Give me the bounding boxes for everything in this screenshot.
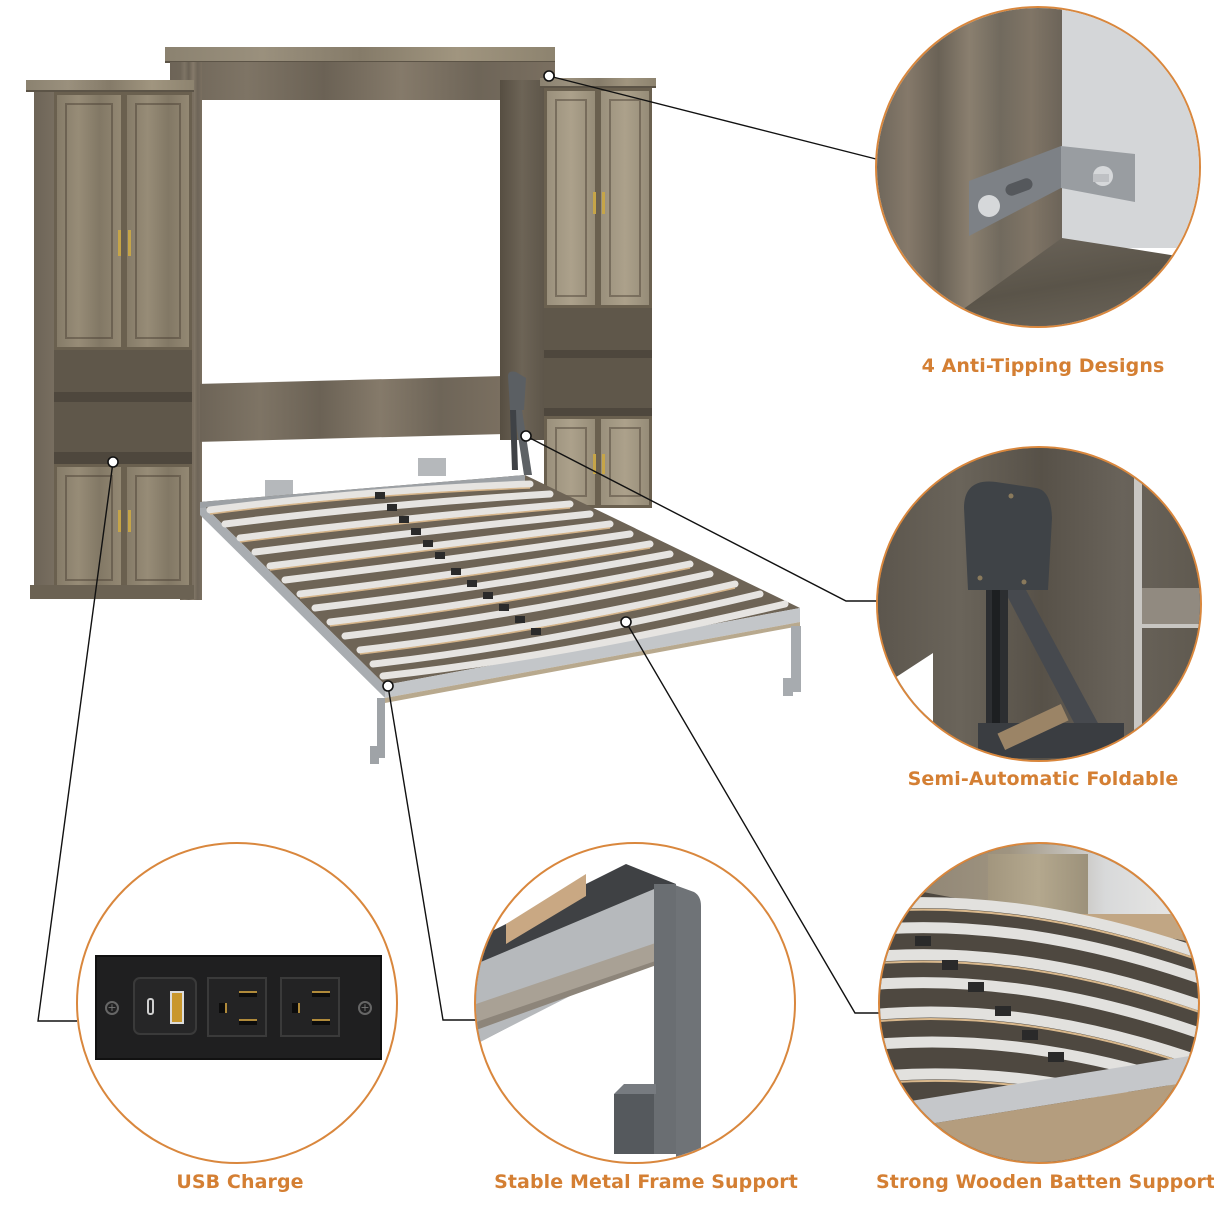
power-outlet-2 bbox=[280, 977, 340, 1037]
right-cabinet-open-shelves bbox=[544, 308, 652, 416]
usb-charge-detail-image: + + bbox=[76, 842, 398, 1164]
cabinet-shelf-edge bbox=[1134, 478, 1142, 760]
wall bbox=[1062, 8, 1199, 248]
wooden-batten-detail-image bbox=[878, 842, 1200, 1164]
door-handle bbox=[128, 510, 131, 532]
slat-closeup-icon bbox=[880, 884, 1198, 1162]
usb-module bbox=[133, 977, 197, 1035]
shelf-with-usb bbox=[54, 452, 192, 464]
usb-a-port-icon bbox=[170, 991, 184, 1024]
door-handle bbox=[593, 454, 596, 474]
door-handle bbox=[118, 230, 121, 256]
door-handle bbox=[118, 510, 121, 532]
shelf bbox=[544, 350, 652, 358]
wall-bracket bbox=[418, 458, 446, 476]
left-cabinet-crown bbox=[26, 80, 194, 92]
headboard-panel bbox=[200, 376, 500, 442]
door-handle bbox=[602, 192, 605, 214]
outlet-slot-icon bbox=[312, 1019, 330, 1025]
left-cabinet-upper-door-right bbox=[124, 92, 192, 350]
bed-frame-crown bbox=[165, 47, 555, 63]
door-handle bbox=[128, 230, 131, 256]
usb-c-port-icon bbox=[147, 998, 154, 1015]
wooden-batten-label: Strong Wooden Batten Support bbox=[876, 1171, 1214, 1193]
usb-charge-label: USB Charge bbox=[176, 1171, 304, 1193]
anti-tipping-detail-image bbox=[875, 6, 1201, 328]
screw-icon: + bbox=[358, 1001, 372, 1015]
screw-icon: + bbox=[105, 1001, 119, 1015]
left-cabinet bbox=[26, 80, 198, 602]
outlet-slot-icon bbox=[312, 991, 330, 997]
left-cabinet-upper-door-left bbox=[54, 92, 124, 350]
semi-automatic-label: Semi-Automatic Foldable bbox=[907, 768, 1179, 790]
left-cabinet-lower-door-right bbox=[124, 464, 192, 592]
right-cabinet-upper-door-left bbox=[544, 88, 598, 308]
metal-frame-label: Stable Metal Frame Support bbox=[494, 1171, 798, 1193]
bed-frame-header bbox=[170, 62, 555, 100]
power-outlet-1 bbox=[207, 977, 267, 1037]
metal-frame-detail-image bbox=[474, 842, 796, 1164]
semi-automatic-detail-image bbox=[876, 446, 1202, 762]
outlet-slot-icon bbox=[239, 991, 257, 997]
cabinet-shelf bbox=[1142, 588, 1200, 628]
door-handle bbox=[602, 454, 605, 474]
shelf bbox=[54, 392, 192, 402]
outlet-slot-icon bbox=[239, 1019, 257, 1025]
anti-tipping-label: 4 Anti-Tipping Designs bbox=[921, 355, 1165, 377]
left-cabinet-lower-door-left bbox=[54, 464, 124, 592]
murphy-bed-product bbox=[0, 0, 860, 800]
metal-leg-closeup-icon bbox=[476, 864, 701, 1162]
outlet-ground-icon bbox=[292, 1003, 300, 1013]
left-cabinet-plinth bbox=[30, 585, 194, 599]
wall-bracket bbox=[265, 480, 293, 498]
outlet-ground-icon bbox=[219, 1003, 227, 1013]
right-cabinet-upper-door-right bbox=[598, 88, 652, 308]
bed-slat-platform bbox=[200, 475, 801, 764]
shelf bbox=[544, 408, 652, 416]
left-cabinet-open-shelves bbox=[54, 350, 192, 462]
right-cabinet-crown bbox=[540, 78, 656, 88]
l-bracket-icon bbox=[969, 146, 1135, 236]
right-cabinet bbox=[540, 78, 660, 508]
usb-power-panel: + + bbox=[95, 955, 382, 1060]
door-handle bbox=[593, 192, 596, 214]
gas-strut-closeup-icon bbox=[964, 481, 1124, 758]
